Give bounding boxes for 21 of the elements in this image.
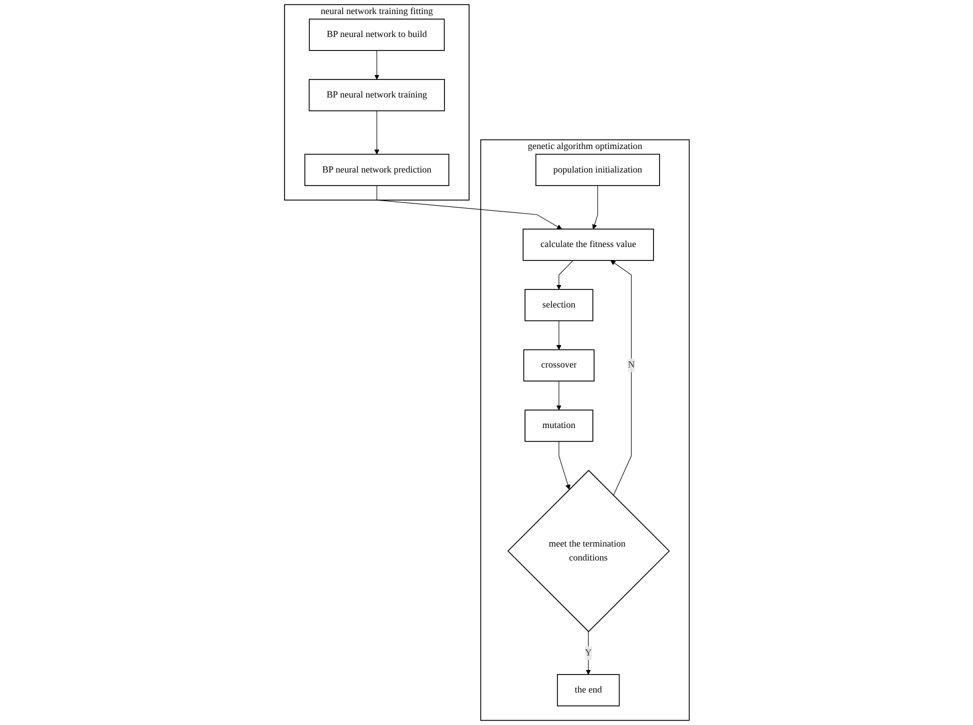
arrow — [556, 260, 573, 290]
arrow — [558, 441, 570, 490]
node-box: population initialization — [535, 154, 660, 186]
arrow — [556, 380, 562, 410]
arrow — [610, 260, 632, 496]
node-box: calculate the fitness value — [522, 228, 654, 261]
node-box: BP neural network training — [308, 79, 444, 112]
node-diamond: meet the termination conditions — [506, 470, 670, 632]
node-box: the end — [556, 674, 620, 706]
node-box: crossover — [522, 349, 594, 382]
arrow — [374, 50, 379, 80]
edge-label: N — [628, 360, 634, 370]
arrow — [592, 185, 598, 230]
edge-label: Y — [584, 648, 592, 658]
node-box: BP neural network prediction — [304, 154, 449, 186]
arrow — [374, 110, 379, 154]
arrow — [376, 185, 562, 230]
arrow — [556, 320, 562, 350]
node-box: BP neural network to build — [308, 18, 444, 51]
node-box: mutation — [524, 410, 593, 442]
node-box: selection — [524, 288, 593, 322]
